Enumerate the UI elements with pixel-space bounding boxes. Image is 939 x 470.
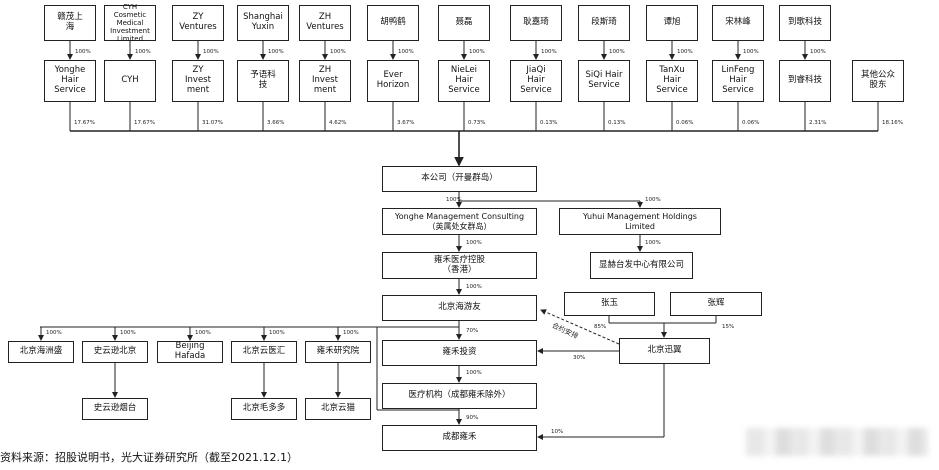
company-share-pct: 2.31% [809,120,827,126]
top-holding-pct: 100% [677,49,693,55]
top-shareholder-box: 到歌科技 [779,5,831,41]
holding-entity-box: 其他公众 股东 [852,60,904,102]
company-share-pct: 18.16% [882,120,903,126]
source-note: 资料来源：招股说明书，光大证券研究所（截至2021.12.1） [0,451,298,464]
holding-entity-box: 予语科 技 [237,60,289,102]
pct-chengdu-main: 90% [466,415,479,421]
top-shareholder-box: 耿嘉琦 [510,5,562,41]
yonghe-management-box: Yonghe Management Consulting （英属处女群岛） [382,208,537,235]
top-holding-pct: 100% [743,49,759,55]
holding-entity-box: CYH [104,60,156,102]
company-share-pct: 3.66% [267,120,285,126]
top-holding-pct: 100% [398,49,414,55]
top-shareholder-box: CYH Cosmetic Medical Investment Limited [104,3,156,43]
holding-entity-box: ZY Invest ment [172,60,224,102]
subsidiary-pct: 100% [195,330,211,336]
subsidiary-box: 北京云医汇 [231,341,297,363]
zhanghui-box: 张辉 [670,292,762,316]
holding-entity-box: ZH Invest ment [299,60,351,102]
top-holding-pct: 100% [203,49,219,55]
company-box: 本公司（开曼群岛） [382,166,537,192]
company-share-pct: 17.67% [134,120,155,126]
subsidiary-pct: 100% [269,330,285,336]
medical-institution-box: 医疗机构（成都雍禾除外） [382,383,537,409]
company-share-pct: 0.73% [468,120,486,126]
zhangyu-box: 张玉 [564,292,655,316]
pct-yonghe-med: 100% [466,240,482,246]
top-holding-pct: 100% [268,49,284,55]
chengdu-yonghe-box: 成都雍禾 [382,425,537,451]
pct-haiyou: 100% [466,284,482,290]
holding-entity-box: TanXu Hair Service [646,60,698,102]
holding-entity-box: SiQi Hair Service [578,60,630,102]
company-share-pct: 4.62% [329,120,347,126]
company-share-pct: 0.13% [608,120,626,126]
top-holding-pct: 100% [810,49,826,55]
top-shareholder-box: ZY Ventures [172,5,224,41]
top-shareholder-box: 谭旭 [646,5,698,41]
pct-chengdu-xy: 10% [551,429,564,435]
sub-subsidiary-box: 北京毛多多 [231,398,297,420]
subsidiary-pct: 100% [46,330,62,336]
company-share-pct: 0.13% [540,120,558,126]
subsidiary-box: 史云逊北京 [82,341,148,363]
sub-subsidiary-box: 北京云猫 [305,398,371,420]
top-holding-pct: 100% [330,49,346,55]
holding-entity-box: LinFeng Hair Service [712,60,764,102]
holding-entity-box: Ever Horizon [367,60,419,102]
holding-entity-box: Yonghe Hair Service [44,60,96,102]
top-shareholder-box: 赣茂上 海 [44,5,96,41]
company-share-pct: 31.07% [202,120,223,126]
yuhui-management-box: Yuhui Management Holdings Limited [559,208,721,235]
subsidiary-pct: 100% [120,330,136,336]
company-share-pct: 17.67% [74,120,95,126]
subsidiary-pct: 100% [343,330,359,336]
pct-zhangyu: 85% [594,324,607,330]
haiyou-box: 北京海游友 [382,295,537,321]
top-shareholder-box: ZH Ventures [299,5,351,41]
company-share-pct: 0.06% [676,120,694,126]
subsidiary-box: Beijing Hafada [157,341,223,363]
pct-zhanghui: 15% [722,324,735,330]
top-shareholder-box: 胡鸭鹤 [367,5,419,41]
company-share-pct: 3.67% [397,120,415,126]
yonghe-medical-box: 雍禾医疗控股 （香港） [382,252,537,279]
company-share-pct: 0.06% [742,120,760,126]
pct-yonghe-mgmt: 100% [446,197,462,203]
pct-yonghe-inv: 70% [466,328,479,334]
top-shareholder-box: 段斯琦 [578,5,630,41]
yonghe-investment-box: 雍禾投资 [382,340,537,366]
top-shareholder-box: 宋林峰 [712,5,764,41]
top-shareholder-box: Shanghai Yuxin [237,5,289,41]
holding-entity-box: JiaQi Hair Service [510,60,562,102]
holding-entity-box: 到睿科技 [779,60,831,102]
sub-subsidiary-box: 史云逊烟台 [82,398,148,420]
pct-xianhui: 100% [645,240,661,246]
top-shareholder-box: 聂磊 [438,5,490,41]
pct-medical: 100% [466,370,482,376]
pct-xunyi-inv: 30% [573,355,586,361]
top-holding-pct: 100% [75,49,91,55]
pct-yuhui-mgmt: 100% [645,197,661,203]
subsidiary-box: 雍禾研究院 [305,341,371,363]
top-holding-pct: 100% [469,49,485,55]
watermark [746,428,928,456]
xianhui-box: 显赫台发中心有限公司 [590,252,693,279]
top-holding-pct: 100% [609,49,625,55]
holding-entity-box: NieLei Hair Service [438,60,490,102]
top-holding-pct: 100% [541,49,557,55]
top-holding-pct: 100% [135,49,151,55]
subsidiary-box: 北京海洲盛 [8,341,74,363]
xunyi-box: 北京迅翼 [619,338,710,364]
